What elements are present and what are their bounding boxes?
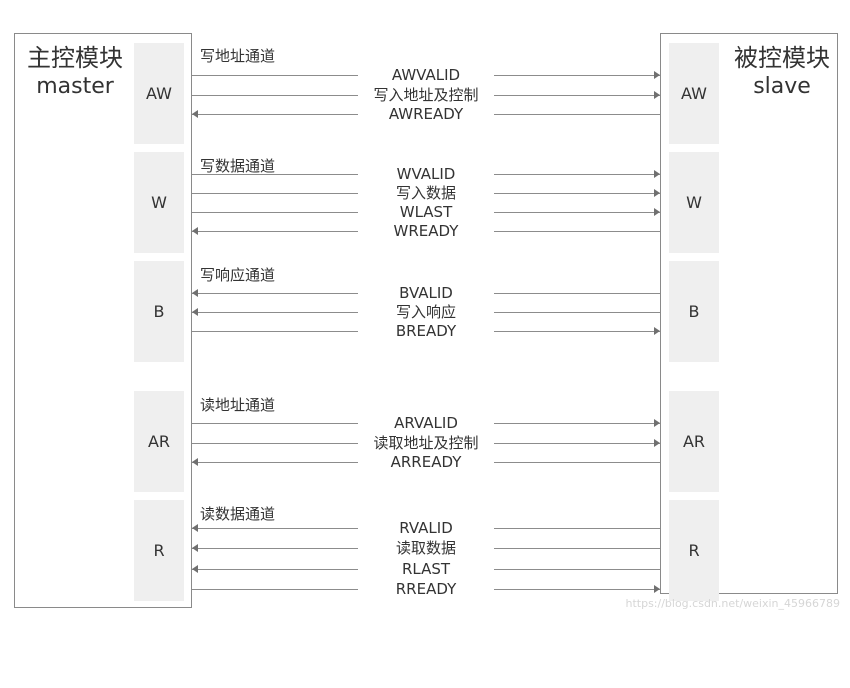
arrow-right-icon — [654, 208, 660, 216]
signal-line-right — [494, 293, 660, 294]
arrow-left-icon — [192, 227, 198, 235]
master-port-r: R — [134, 500, 184, 601]
signal-label: RREADY — [395, 580, 457, 598]
channel-label-r: 读数据通道 — [200, 505, 276, 523]
signal-label: AWREADY — [388, 105, 464, 123]
signal-label: 写入数据 — [395, 184, 456, 202]
arrow-right-icon — [654, 91, 660, 99]
signal-line-left — [192, 462, 358, 463]
signal-line-right — [494, 193, 660, 194]
signal-line-left — [192, 548, 358, 549]
signal-line-left — [192, 528, 358, 529]
signal-label: AWVALID — [391, 66, 461, 84]
signal-line-right — [494, 95, 660, 96]
signal-label: BREADY — [395, 322, 457, 340]
signal-label: ARVALID — [394, 414, 458, 432]
slave-title: 被控模块 — [734, 44, 830, 72]
signal-label: WLAST — [399, 203, 453, 221]
signal-label: WREADY — [393, 222, 459, 240]
master-subtitle: master — [36, 74, 114, 99]
arrow-right-icon — [654, 71, 660, 79]
signal-label: WVALID — [396, 165, 456, 183]
signal-line-right — [494, 312, 660, 313]
signal-line-left — [192, 75, 358, 76]
channel-label-aw: 写地址通道 — [200, 47, 276, 65]
signal-label: 读取地址及控制 — [373, 434, 479, 452]
slave-port-r: R — [669, 500, 719, 601]
signal-line-right — [494, 114, 660, 115]
signal-line-right — [494, 589, 660, 590]
signal-label: 写入响应 — [395, 303, 456, 321]
signal-line-right — [494, 443, 660, 444]
arrow-right-icon — [654, 439, 660, 447]
arrow-left-icon — [192, 544, 198, 552]
signal-line-left — [192, 231, 358, 232]
channel-label-b: 写响应通道 — [200, 266, 276, 284]
signal-line-right — [494, 231, 660, 232]
arrow-left-icon — [192, 524, 198, 532]
slave-port-aw: AW — [669, 43, 719, 144]
arrow-left-icon — [192, 565, 198, 573]
signal-line-left — [192, 589, 358, 590]
signal-label: RVALID — [399, 519, 453, 537]
slave-port-ar: AR — [669, 391, 719, 492]
signal-line-left — [192, 443, 358, 444]
signal-line-right — [494, 569, 660, 570]
signal-line-left — [192, 212, 358, 213]
arrow-right-icon — [654, 170, 660, 178]
signal-label: 读取数据 — [395, 539, 456, 557]
signal-label: BVALID — [399, 284, 453, 302]
signal-line-right — [494, 331, 660, 332]
signal-line-right — [494, 423, 660, 424]
signal-line-left — [192, 312, 358, 313]
signal-line-right — [494, 462, 660, 463]
signal-line-left — [192, 569, 358, 570]
master-port-w: W — [134, 152, 184, 253]
channel-label-w: 写数据通道 — [200, 157, 276, 175]
signal-line-right — [494, 212, 660, 213]
arrow-left-icon — [192, 289, 198, 297]
slave-subtitle: slave — [753, 74, 811, 99]
arrow-left-icon — [192, 308, 198, 316]
signal-line-left — [192, 423, 358, 424]
signal-line-left — [192, 114, 358, 115]
master-port-ar: AR — [134, 391, 184, 492]
signal-line-left — [192, 174, 358, 175]
arrow-left-icon — [192, 458, 198, 466]
arrow-right-icon — [654, 327, 660, 335]
signal-line-right — [494, 174, 660, 175]
signal-line-left — [192, 331, 358, 332]
signal-line-right — [494, 528, 660, 529]
arrow-right-icon — [654, 419, 660, 427]
signal-label: ARREADY — [390, 453, 462, 471]
signal-line-left — [192, 293, 358, 294]
master-title: 主控模块 — [27, 44, 123, 72]
signal-label: 写入地址及控制 — [373, 86, 479, 104]
signal-line-left — [192, 95, 358, 96]
arrow-right-icon — [654, 585, 660, 593]
channel-label-ar: 读地址通道 — [200, 396, 276, 414]
signal-label: RLAST — [401, 560, 451, 578]
arrow-right-icon — [654, 189, 660, 197]
master-port-aw: AW — [134, 43, 184, 144]
signal-line-right — [494, 75, 660, 76]
slave-port-w: W — [669, 152, 719, 253]
slave-port-b: B — [669, 261, 719, 362]
arrow-left-icon — [192, 110, 198, 118]
master-port-b: B — [134, 261, 184, 362]
signal-line-right — [494, 548, 660, 549]
signal-line-left — [192, 193, 358, 194]
watermark: https://blog.csdn.net/weixin_45966789 — [625, 597, 840, 610]
